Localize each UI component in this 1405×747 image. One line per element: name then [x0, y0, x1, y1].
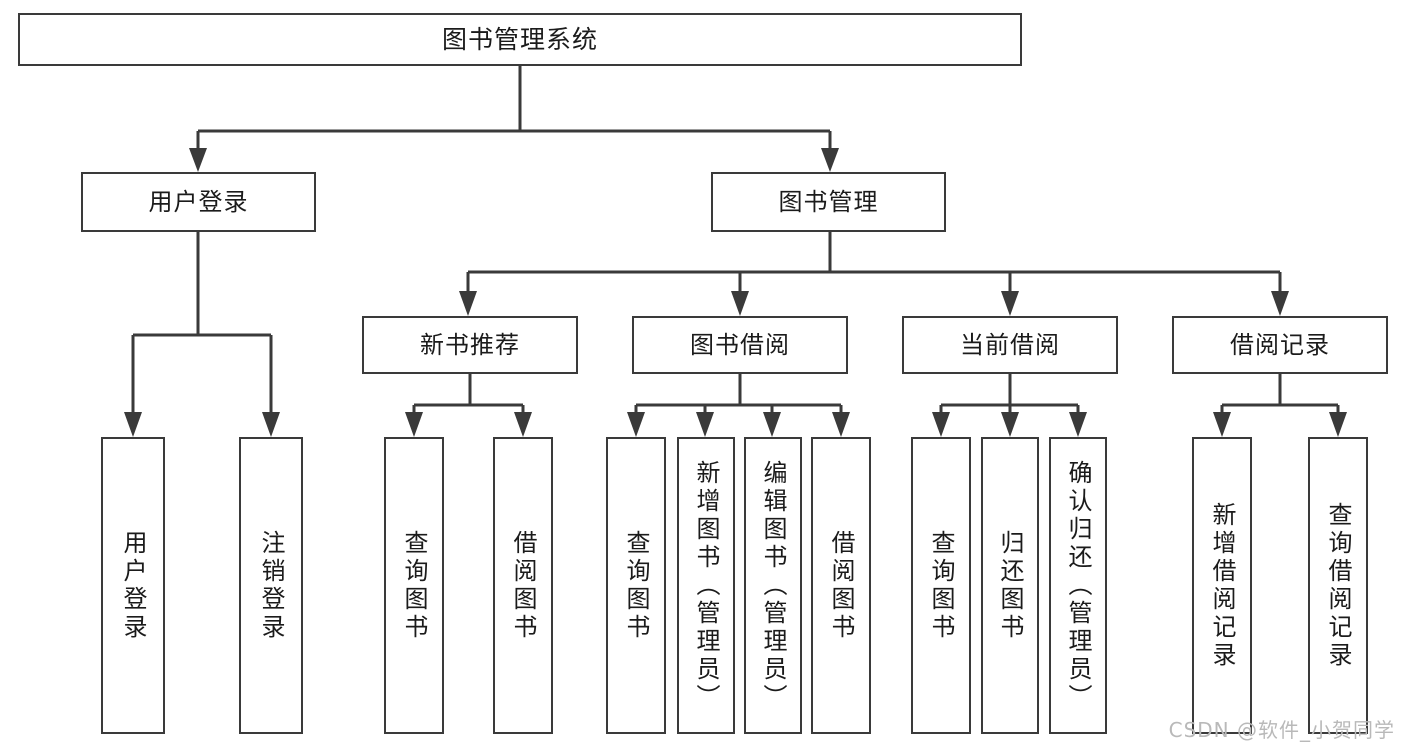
arrowhead-leaf-query-book-3 [932, 412, 950, 437]
leaf-label: 用户登录 [119, 529, 147, 642]
leaf-label: 新增图书（管理员） [692, 459, 720, 712]
node-leaf-user-login[interactable]: 用户登录 [101, 437, 165, 734]
node-current-borrow[interactable]: 当前借阅 [902, 316, 1118, 374]
leaf-label: 借阅图书 [827, 529, 855, 642]
leaf-label: 注销登录 [257, 529, 285, 642]
node-leaf-query-record[interactable]: 查询借阅记录 [1308, 437, 1368, 734]
node-book-borrow[interactable]: 图书借阅 [632, 316, 848, 374]
arrowhead-leaf-add-book [696, 412, 714, 437]
leaf-label: 新增借阅记录 [1208, 501, 1236, 670]
node-leaf-borrow-book-1[interactable]: 借阅图书 [493, 437, 553, 734]
leaf-label: 查询图书 [400, 529, 428, 642]
node-leaf-query-book-3[interactable]: 查询图书 [911, 437, 971, 734]
node-user-login[interactable]: 用户登录 [81, 172, 316, 232]
arrowhead-current-borrow [1001, 291, 1019, 316]
leaf-label: 查询图书 [927, 529, 955, 642]
watermark-text: CSDN @软件_小贺同学 [1168, 718, 1395, 742]
arrowhead-new-book-recommend [459, 291, 477, 316]
arrowhead-leaf-user-login [124, 412, 142, 437]
arrowhead-leaf-borrow-book-1 [514, 412, 532, 437]
leaf-label: 编辑图书（管理员） [759, 459, 787, 712]
node-leaf-query-book-2[interactable]: 查询图书 [606, 437, 666, 734]
node-leaf-edit-book[interactable]: 编辑图书（管理员） [744, 437, 802, 734]
arrowhead-book-borrow [731, 291, 749, 316]
leaf-label: 归还图书 [996, 529, 1024, 642]
arrowhead-book-manage [821, 148, 839, 172]
arrowhead-leaf-borrow-book-2 [832, 412, 850, 437]
arrowhead-leaf-return-book [1001, 412, 1019, 437]
leaf-label: 确认归还（管理员） [1064, 459, 1092, 712]
node-new-book-recommend[interactable]: 新书推荐 [362, 316, 578, 374]
arrowhead-leaf-query-book-2 [627, 412, 645, 437]
arrowhead-leaf-user-logout [262, 412, 280, 437]
leaf-label: 查询借阅记录 [1324, 501, 1352, 670]
arrowhead-user-login [189, 148, 207, 172]
arrowhead-borrow-record [1271, 291, 1289, 316]
node-leaf-query-book-1[interactable]: 查询图书 [384, 437, 444, 734]
node-leaf-return-book[interactable]: 归还图书 [981, 437, 1039, 734]
leaf-label: 借阅图书 [509, 529, 537, 642]
node-borrow-record[interactable]: 借阅记录 [1172, 316, 1388, 374]
node-leaf-borrow-book-2[interactable]: 借阅图书 [811, 437, 871, 734]
leaf-label: 查询图书 [622, 529, 650, 642]
arrowhead-leaf-add-record [1213, 412, 1231, 437]
node-leaf-add-record[interactable]: 新增借阅记录 [1192, 437, 1252, 734]
node-leaf-user-logout[interactable]: 注销登录 [239, 437, 303, 734]
arrowhead-leaf-edit-book [763, 412, 781, 437]
arrowhead-leaf-query-record [1329, 412, 1347, 437]
node-leaf-add-book[interactable]: 新增图书（管理员） [677, 437, 735, 734]
arrowhead-leaf-query-book-1 [405, 412, 423, 437]
node-leaf-confirm-return[interactable]: 确认归还（管理员） [1049, 437, 1107, 734]
node-root-system[interactable]: 图书管理系统 [18, 13, 1022, 66]
node-book-manage[interactable]: 图书管理 [711, 172, 946, 232]
arrowhead-leaf-confirm-return [1069, 412, 1087, 437]
